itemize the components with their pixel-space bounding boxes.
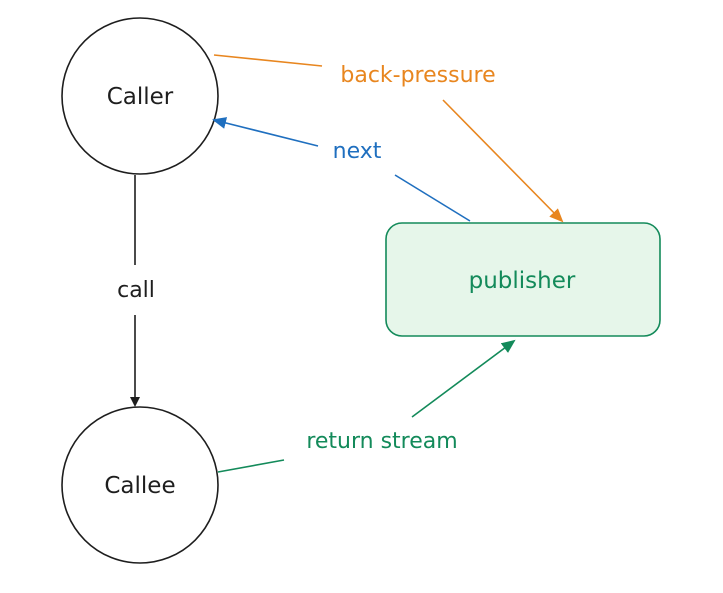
- return-stream-label: return stream: [306, 429, 457, 454]
- publisher-label: publisher: [469, 268, 576, 294]
- next-label: next: [333, 139, 382, 164]
- return-stream-arrow-upper: [411, 339, 516, 418]
- caller-node: Caller: [61, 17, 219, 175]
- back-pressure-arrow-lower: [442, 99, 564, 223]
- call-edge: call: [117, 175, 155, 407]
- callee-label: Callee: [104, 473, 175, 499]
- return-stream-arrow-lower: [217, 459, 285, 473]
- next-edge: next: [212, 117, 471, 222]
- back-pressure-edge: back-pressure: [213, 54, 564, 223]
- publisher-node: publisher: [385, 222, 661, 337]
- call-label: call: [117, 278, 155, 303]
- callee-circle: [61, 406, 219, 564]
- publisher-box: [385, 222, 661, 337]
- return-stream-edge: return stream: [217, 339, 516, 473]
- next-arrow-lower: [394, 174, 471, 222]
- caller-label: Caller: [107, 84, 174, 110]
- caller-circle: [61, 17, 219, 175]
- back-pressure-label: back-pressure: [340, 63, 495, 88]
- callee-node: Callee: [61, 406, 219, 564]
- back-pressure-arrow-upper: [213, 54, 323, 67]
- next-arrow-upper: [212, 117, 319, 147]
